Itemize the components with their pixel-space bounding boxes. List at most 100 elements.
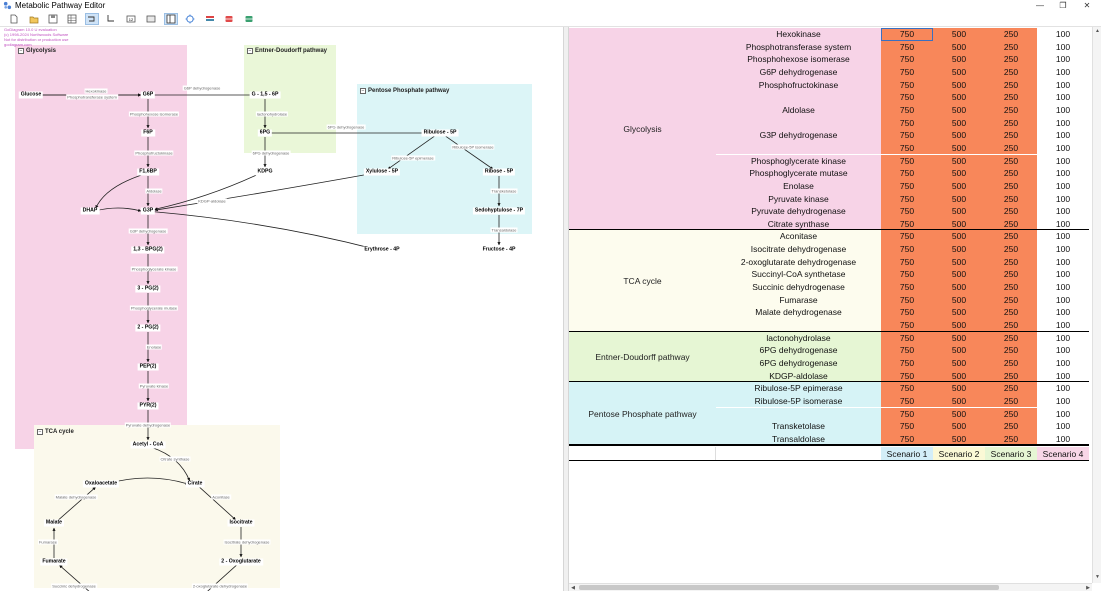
enzyme-cell[interactable]: Isocitrate dehydrogenase	[716, 243, 881, 256]
value-cell[interactable]: 100	[1037, 318, 1089, 332]
enzyme-cell[interactable]: Phosphofructokinase	[716, 78, 881, 92]
enzyme-cell[interactable]: Transketolase	[716, 420, 881, 433]
value-cell[interactable]: 500	[933, 432, 985, 446]
value-cell[interactable]: 750	[881, 28, 933, 41]
value-cell[interactable]: 100	[1037, 192, 1089, 206]
value-cell[interactable]: 750	[881, 65, 933, 79]
value-cell[interactable]: 100	[1037, 268, 1089, 281]
value-cell[interactable]: 100	[1037, 243, 1089, 256]
value-cell[interactable]: 500	[933, 331, 985, 345]
value-cell[interactable]: 250	[985, 394, 1037, 408]
enzyme-cell[interactable]: Fumarase	[716, 293, 881, 307]
enzyme-cell[interactable]: Phosphotransferase system	[716, 40, 881, 54]
minimize-button[interactable]: —	[1036, 1, 1044, 10]
value-cell[interactable]: 100	[1037, 65, 1089, 79]
value-cell[interactable]: 500	[933, 306, 985, 319]
edge-oxoglut-to-succoa[interactable]	[200, 564, 238, 591]
value-cell[interactable]: 500	[933, 91, 985, 104]
value-cell[interactable]: 500	[933, 369, 985, 383]
value-cell[interactable]: 500	[933, 281, 985, 294]
value-cell[interactable]: 250	[985, 407, 1037, 421]
value-cell[interactable]: 750	[881, 432, 933, 446]
table-group-cell[interactable]: TCA cycle	[569, 230, 716, 332]
table-group-cell[interactable]: Pentose Phosphate pathway	[569, 382, 716, 446]
value-cell[interactable]: 100	[1037, 356, 1089, 370]
value-cell[interactable]: 250	[985, 293, 1037, 307]
value-cell[interactable]: 100	[1037, 420, 1089, 433]
enzyme-cell[interactable]	[716, 116, 881, 130]
value-cell[interactable]: 500	[933, 293, 985, 307]
value-cell[interactable]: 750	[881, 179, 933, 193]
layout-button[interactable]: 12	[124, 13, 138, 25]
glycolysis-group-header[interactable]: −Glycolysis	[18, 48, 56, 54]
node-xylulose[interactable]: Xylulose - 5P	[363, 168, 401, 176]
value-cell[interactable]: 250	[985, 356, 1037, 370]
node-dhap[interactable]: DHAP	[80, 207, 100, 215]
value-cell[interactable]: 250	[985, 281, 1037, 294]
edge-ribulose-to-ribose[interactable]	[443, 134, 494, 170]
value-cell[interactable]: 750	[881, 255, 933, 269]
edge-citrate-to-isocitrate[interactable]	[198, 486, 236, 521]
value-cell[interactable]: 100	[1037, 167, 1089, 180]
value-cell[interactable]: 250	[985, 116, 1037, 130]
value-cell[interactable]: 100	[1037, 116, 1089, 130]
value-cell[interactable]: 250	[985, 141, 1037, 155]
value-cell[interactable]: 250	[985, 192, 1037, 206]
enzyme-cell[interactable]: Aconitase	[716, 230, 881, 244]
value-cell[interactable]: 250	[985, 318, 1037, 332]
value-cell[interactable]: 250	[985, 268, 1037, 281]
value-cell[interactable]: 100	[1037, 230, 1089, 244]
node-f6p[interactable]: F6P	[141, 129, 155, 137]
maximize-button[interactable]: ❐	[1059, 1, 1067, 10]
value-cell[interactable]: 500	[933, 167, 985, 180]
node-kdpg[interactable]: KDPG	[255, 168, 275, 176]
value-cell[interactable]: 500	[933, 179, 985, 193]
node-f16bp[interactable]: F1,6BP	[137, 168, 159, 176]
value-cell[interactable]: 250	[985, 78, 1037, 92]
enzyme-cell[interactable]: Pyruvate kinase	[716, 192, 881, 206]
value-cell[interactable]: 250	[985, 65, 1037, 79]
enzyme-cell[interactable]	[716, 318, 881, 332]
node-g6p[interactable]: G6P	[140, 91, 156, 99]
value-cell[interactable]: 500	[933, 382, 985, 395]
node-ribose[interactable]: Ribose - 5P	[482, 168, 516, 176]
value-cell[interactable]: 250	[985, 331, 1037, 345]
node-ribulose[interactable]: Ribulose - 5P	[421, 129, 459, 137]
value-cell[interactable]: 750	[881, 129, 933, 142]
value-cell[interactable]: 500	[933, 53, 985, 66]
enzyme-cell[interactable]: 2-oxoglutarate dehydrogenase	[716, 255, 881, 269]
scroll-right-icon[interactable]: ▶	[1086, 585, 1090, 591]
value-cell[interactable]: 750	[881, 394, 933, 408]
enzyme-cell[interactable]: Malate dehydrogenase	[716, 306, 881, 319]
scroll-thumb[interactable]	[579, 585, 999, 590]
value-cell[interactable]: 750	[881, 268, 933, 281]
value-cell[interactable]: 750	[881, 91, 933, 104]
value-cell[interactable]: 750	[881, 154, 933, 168]
node-g15[interactable]: G - 1,5 - 6P	[249, 91, 281, 99]
value-cell[interactable]: 500	[933, 243, 985, 256]
value-cell[interactable]: 750	[881, 103, 933, 117]
value-cell[interactable]: 250	[985, 420, 1037, 433]
value-cell[interactable]: 500	[933, 40, 985, 54]
value-cell[interactable]: 750	[881, 217, 933, 231]
value-cell[interactable]: 100	[1037, 141, 1089, 155]
open-button[interactable]	[27, 13, 41, 25]
enzyme-cell[interactable]: Hexokinase	[716, 28, 881, 41]
value-cell[interactable]: 250	[985, 369, 1037, 383]
value-cell[interactable]: 750	[881, 141, 933, 155]
node-acoa[interactable]: Acetyl - CoA	[130, 441, 166, 449]
value-cell[interactable]: 500	[933, 255, 985, 269]
value-cell[interactable]: 750	[881, 420, 933, 433]
value-cell[interactable]: 250	[985, 230, 1037, 244]
value-cell[interactable]: 750	[881, 192, 933, 206]
edge-ribulose-to-xylulose[interactable]	[387, 134, 437, 170]
edge-xylulose-to-g3p[interactable]	[154, 172, 378, 212]
value-cell[interactable]: 250	[985, 91, 1037, 104]
collapse-icon[interactable]: −	[37, 429, 43, 435]
enzyme-cell[interactable]: Succinyl-CoA synthetase	[716, 268, 881, 281]
value-cell[interactable]: 100	[1037, 40, 1089, 54]
entner-group-header[interactable]: −Entner-Doudorff pathway	[247, 48, 327, 54]
value-cell[interactable]: 750	[881, 243, 933, 256]
value-cell[interactable]: 250	[985, 306, 1037, 319]
enzyme-cell[interactable]: Succinic dehydrogenase	[716, 281, 881, 294]
